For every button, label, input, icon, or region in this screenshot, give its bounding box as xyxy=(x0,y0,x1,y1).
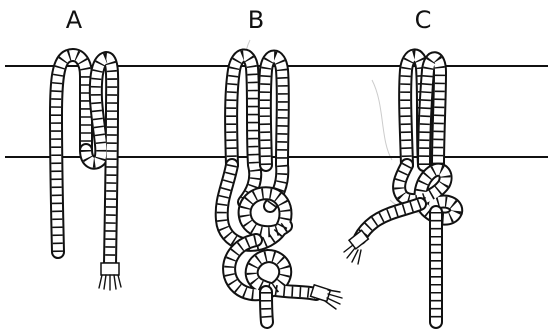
knot-b-hanging-end xyxy=(266,292,267,322)
panel-label-c: C xyxy=(415,6,432,34)
knot-b-second-leg xyxy=(265,57,283,207)
knot-c-right-leg xyxy=(424,58,440,165)
knot-c-working-end xyxy=(360,204,420,238)
knot-a-whipping xyxy=(101,263,119,275)
knot-a-working-end xyxy=(86,58,112,264)
knot-c-clove-hitch xyxy=(344,55,456,322)
knot-a-frayed-end xyxy=(99,275,121,290)
knot-c-frayed-end xyxy=(344,245,361,264)
knot-b-lower-hitch xyxy=(229,240,316,294)
knot-a-round-turn xyxy=(56,55,121,290)
panel-label-a: A xyxy=(66,6,83,34)
knot-b-two-half-hitches xyxy=(222,55,342,322)
panel-label-b: B xyxy=(248,6,264,34)
